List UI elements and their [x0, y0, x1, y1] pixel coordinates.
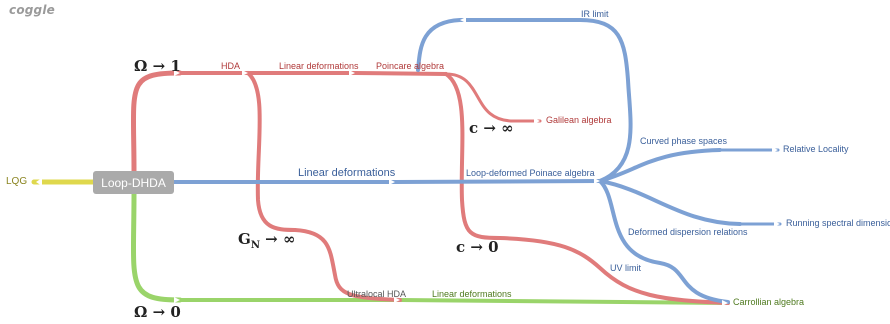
- node-loop-deformed-poincare[interactable]: Loop-deformed Poinace algebra: [466, 168, 595, 178]
- branch-omega-to-1: [130, 70, 183, 174]
- node-c-to-0[interactable]: c → 0: [456, 238, 499, 256]
- node-linear-deformations-green[interactable]: Linear deformations: [432, 289, 512, 299]
- node-omega-to-0[interactable]: Ω → 0: [134, 303, 181, 321]
- node-hda[interactable]: HDA: [221, 61, 241, 71]
- branch-gn-to-infinity: [246, 71, 297, 232]
- node-linear-deformations-red[interactable]: Linear deformations: [279, 61, 359, 71]
- arrow-icon: [534, 118, 540, 124]
- node-uv-limit[interactable]: UV limit: [610, 263, 641, 273]
- arrow-icon: [349, 70, 355, 76]
- arrow-icon: [389, 179, 395, 185]
- arrow-icon: [774, 221, 780, 227]
- arrow-icon: [772, 147, 778, 153]
- branch-ir-limit: [416, 18, 633, 183]
- branch-curved-phase: [598, 148, 722, 183]
- gn-base: G: [238, 230, 251, 248]
- node-galilean-algebra[interactable]: Galilean algebra: [546, 115, 612, 125]
- arrow-icon: [174, 70, 180, 76]
- node-linear-deformations-blue[interactable]: Linear deformations: [298, 167, 396, 179]
- node-ir-limit[interactable]: IR limit: [581, 9, 609, 19]
- coggle-logo: coggle: [9, 3, 55, 17]
- branch-omega-to-0: [130, 191, 183, 303]
- branch-c-to-0: [444, 72, 730, 305]
- arrow-icon: [174, 297, 180, 303]
- branch-poincare: [353, 71, 448, 76]
- node-relative-locality[interactable]: Relative Locality: [783, 144, 849, 154]
- gn-subscript: N: [250, 240, 260, 251]
- node-ultralocal-hda[interactable]: Ultralocal HDA: [347, 289, 407, 299]
- node-lqg[interactable]: LQG: [6, 176, 28, 187]
- branch-loop-deformed: [393, 179, 602, 184]
- node-c-to-infinity[interactable]: c → ∞: [469, 119, 514, 137]
- node-carrollian-algebra[interactable]: Carrollian algebra: [733, 297, 805, 307]
- branch-galilean: [444, 72, 542, 123]
- arrow-icon: [36, 178, 42, 186]
- arrow-icon: [594, 178, 600, 184]
- node-deformed-dispersion-relations[interactable]: Deformed dispersion relations: [628, 227, 748, 237]
- node-gn-to-infinity[interactable]: GN → ∞: [238, 232, 295, 251]
- node-omega-to-1[interactable]: Ω → 1: [134, 57, 181, 75]
- branch-green-main: [178, 298, 730, 305]
- arrow-icon: [722, 300, 728, 306]
- node-curved-phase-spaces[interactable]: Curved phase spaces: [640, 136, 728, 146]
- gn-arrow: → ∞: [259, 230, 296, 248]
- arrow-icon: [242, 70, 248, 76]
- node-running-spectral-dimension[interactable]: Running spectral dimension: [786, 218, 890, 228]
- arrow-icon: [460, 17, 466, 23]
- branch-ultralocal: [293, 228, 402, 302]
- branch-uv-limit: [598, 179, 730, 304]
- root-node-loop-dhda[interactable]: Loop-DHDA: [93, 171, 174, 194]
- root-node-label: Loop-DHDA: [101, 175, 166, 190]
- branch-deformed-dispersion: [598, 179, 742, 226]
- arrow-icon: [394, 297, 400, 303]
- node-poincare-algebra[interactable]: Poincare algebra: [376, 61, 445, 71]
